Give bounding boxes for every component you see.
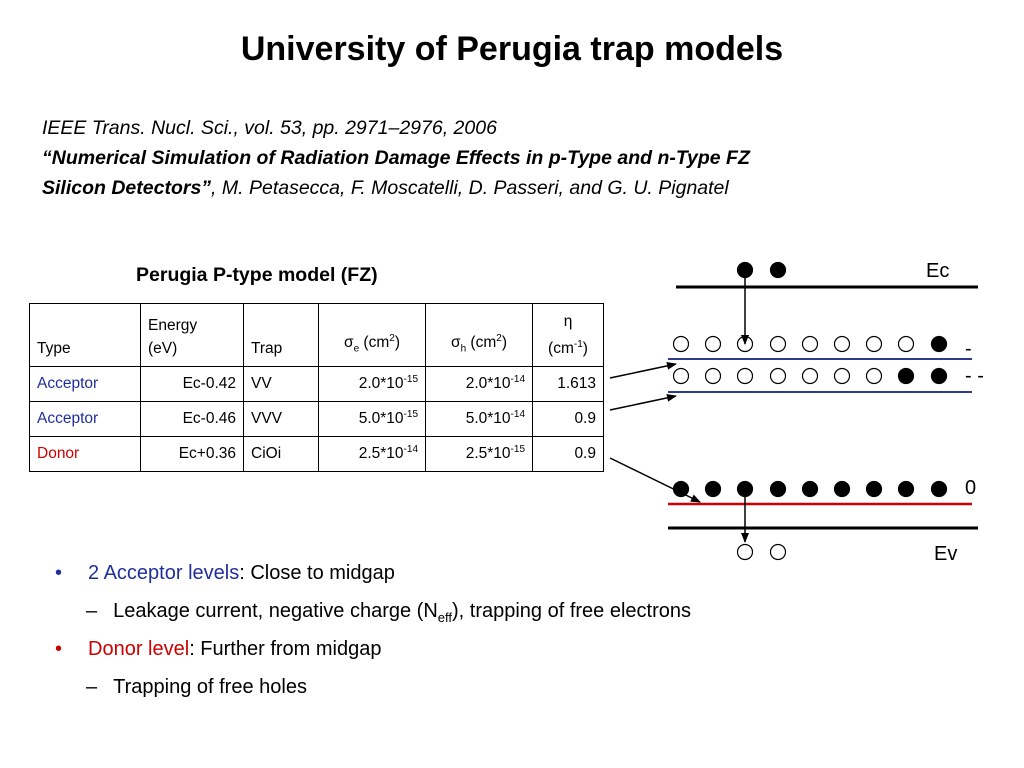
empty-state-dot: [865, 335, 883, 353]
filled-electron-dot: [672, 480, 690, 498]
cell-eta: 0.9: [532, 401, 604, 437]
header-trap: Trap: [243, 303, 319, 367]
reference-title-line1: “Numerical Simulation of Radiation Damag…: [42, 147, 750, 169]
header-energy: Energy(eV): [140, 303, 244, 367]
empty-state-dot: [736, 543, 754, 561]
empty-state-dot: [736, 367, 754, 385]
reference-title-line2: Silicon Detectors”, M. Petasecca, F. Mos…: [42, 177, 729, 199]
cell-sigma-e: 2.0*10-15: [318, 366, 426, 402]
empty-state-dot: [769, 543, 787, 561]
cell-eta: 0.9: [532, 436, 604, 472]
empty-state-dot: [769, 335, 787, 353]
cell-type: Donor: [29, 436, 141, 472]
pointer-arrow-vvv: [609, 393, 677, 411]
table-row: Acceptor Ec-0.46 VVV 5.0*10-15 5.0*10-14…: [29, 401, 604, 437]
empty-state-dot: [672, 335, 690, 353]
filled-electron-dot: [769, 480, 787, 498]
empty-state-dot: [704, 335, 722, 353]
table-row: Acceptor Ec-0.42 VV 2.0*10-15 2.0*10-14 …: [29, 366, 604, 402]
reference-journal: IEEE Trans. Nucl. Sci., vol. 53, pp. 297…: [42, 117, 497, 139]
reference-block: IEEE Trans. Nucl. Sci., vol. 53, pp. 297…: [42, 113, 992, 203]
filled-electron-dot: [769, 261, 787, 279]
empty-state-dot: [769, 367, 787, 385]
sub-bullet-item: –Trapping of free holes: [86, 676, 307, 698]
pointer-arrow-vv: [609, 361, 677, 379]
filled-electron-dot: [897, 367, 915, 385]
sub-bullet-item: –Leakage current, negative charge (Neff)…: [86, 600, 691, 625]
empty-state-dot: [833, 335, 851, 353]
table-header-row: Type Energy(eV) Trap σe (cm2) σh (cm2) η…: [29, 303, 604, 367]
filled-electron-dot: [930, 335, 948, 353]
page-title: University of Perugia trap models: [240, 30, 784, 68]
empty-state-dot: [672, 367, 690, 385]
empty-state-dot: [801, 367, 819, 385]
empty-state-dot: [704, 367, 722, 385]
ec-label: Ec: [926, 260, 949, 282]
empty-state-dot: [865, 367, 883, 385]
cell-sigma-h: 5.0*10-14: [425, 401, 533, 437]
bullet-item: •Donor level: Further from midgap: [55, 638, 382, 660]
charge-zero-label: 0: [965, 477, 976, 499]
electron-occupancy-dots: [672, 261, 948, 561]
trap-table: Type Energy(eV) Trap σe (cm2) σh (cm2) η…: [29, 303, 604, 472]
filled-electron-dot: [865, 480, 883, 498]
cell-sigma-h: 2.0*10-14: [425, 366, 533, 402]
reference-authors: , M. Petasecca, F. Moscatelli, D. Passer…: [211, 177, 729, 199]
table-row: Donor Ec+0.36 CiOi 2.5*10-14 2.5*10-15 0…: [29, 436, 604, 472]
ev-label: Ev: [934, 543, 957, 565]
empty-state-dot: [833, 367, 851, 385]
filled-electron-dot: [897, 480, 915, 498]
filled-electron-dot: [833, 480, 851, 498]
bullet-item: •2 Acceptor levels: Close to midgap: [55, 562, 395, 584]
filled-electron-dot: [704, 480, 722, 498]
table-title: Perugia P-type model (FZ): [136, 264, 378, 286]
empty-state-dot: [897, 335, 915, 353]
filled-electron-dot: [930, 367, 948, 385]
cell-type: Acceptor: [29, 401, 141, 437]
cell-trap: VVV: [243, 401, 319, 437]
header-type: Type: [29, 303, 141, 367]
cell-type: Acceptor: [29, 366, 141, 402]
charge-double-minus-label: - -: [965, 365, 984, 387]
filled-electron-dot: [930, 480, 948, 498]
header-eta: η(cm-1): [532, 303, 604, 367]
empty-state-dot: [801, 335, 819, 353]
charge-minus-label: -: [965, 338, 972, 360]
filled-electron-dot: [801, 480, 819, 498]
pointer-arrow-cioi: [609, 457, 701, 503]
cell-sigma-h: 2.5*10-15: [425, 436, 533, 472]
cell-sigma-e: 2.5*10-14: [318, 436, 426, 472]
header-sigma-e: σe (cm2): [318, 303, 426, 367]
